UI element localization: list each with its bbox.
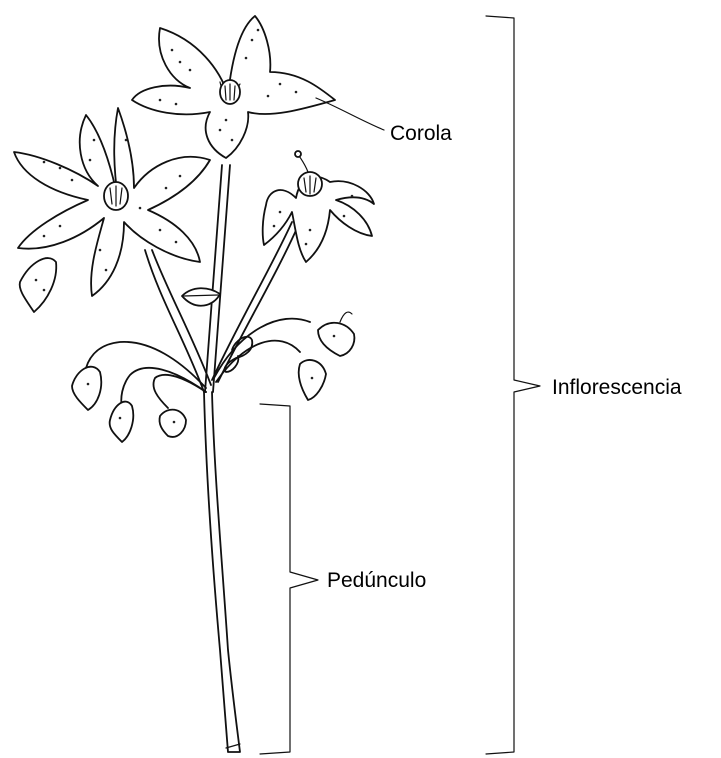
inflorescence-label: Inflorescencia [552,377,682,398]
leaf [182,288,220,305]
corolla-label: Corola [390,123,452,144]
inflorescence-bracket [486,16,540,754]
peduncle-bracket [260,404,318,754]
top-flower [132,16,335,158]
corolla-pointer-line [316,98,384,130]
right-flower [263,151,374,262]
peduncle-label: Pedúnculo [327,570,426,591]
main-stem [204,392,240,752]
